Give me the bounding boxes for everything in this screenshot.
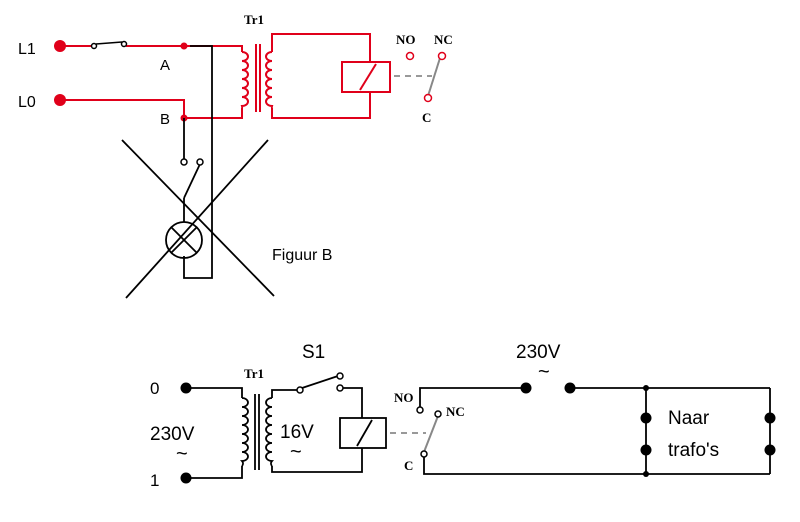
junction-top-left xyxy=(643,385,649,391)
c-wire xyxy=(423,454,770,475)
label-secondary-ac: ~ xyxy=(290,441,302,463)
no-wire xyxy=(419,387,522,408)
contact-c xyxy=(423,93,433,103)
label-l1: L1 xyxy=(18,41,36,58)
primary-coil xyxy=(240,51,249,109)
terminal-l1 xyxy=(54,40,66,52)
label-node-b: B xyxy=(160,111,170,128)
lamp-switch-contact-1 xyxy=(180,158,188,166)
crossed-lamp-circuit xyxy=(121,45,275,299)
bottom-primary-coil xyxy=(239,397,249,467)
switch-contact-2 xyxy=(120,40,128,48)
primary-lead-bottom xyxy=(184,108,243,119)
load-terminal-1 xyxy=(640,412,652,424)
mains-terminal-right xyxy=(564,382,576,394)
lamp xyxy=(165,221,203,259)
label-secondary-voltage: 16V xyxy=(280,422,314,443)
input-wire-0 xyxy=(186,387,243,398)
bottom-relay-coil xyxy=(339,417,387,449)
contact-no xyxy=(405,51,415,61)
label-terminal-1: 1 xyxy=(150,471,159,490)
l0-wire xyxy=(60,99,185,118)
bottom-secondary-coil xyxy=(265,397,275,467)
top-circuit xyxy=(60,33,441,119)
terminal-0 xyxy=(180,382,192,394)
s1-contact-2 xyxy=(336,384,344,392)
load-terminal-3 xyxy=(764,412,776,424)
bottom-contact-no xyxy=(416,406,424,414)
label-node-a: A xyxy=(160,57,170,74)
load-terminal-2 xyxy=(640,444,652,456)
label-switch-s1: S1 xyxy=(302,342,325,363)
input-wire-1 xyxy=(186,466,243,479)
label-nc-top: NC xyxy=(434,32,453,47)
lamp-loop-wire xyxy=(183,45,213,279)
label-load-line1: Naar xyxy=(668,408,710,429)
label-c-bottom: C xyxy=(404,458,413,473)
label-transformer-bottom: Tr1 xyxy=(244,366,264,381)
label-nc-bottom: NC xyxy=(446,404,465,419)
relay-contact-blade xyxy=(427,57,441,97)
label-output-ac: ~ xyxy=(538,361,550,383)
label-mains-voltage: 230V xyxy=(150,424,195,445)
node-a-dot xyxy=(180,42,188,50)
label-transformer-top: Tr1 xyxy=(244,12,264,27)
bottom-contact-c xyxy=(420,450,428,458)
terminal-1 xyxy=(180,472,192,484)
bottom-relay-mark xyxy=(356,419,373,447)
big-cross-2 xyxy=(125,139,269,299)
switch-contact-1 xyxy=(90,42,98,50)
bottom-circuit xyxy=(186,375,771,479)
s1-contact-3 xyxy=(336,372,344,380)
label-l0: L0 xyxy=(18,94,36,111)
secondary-to-s1 xyxy=(271,389,298,398)
lamp-switch-contact-2 xyxy=(196,158,204,166)
s1-contact-1 xyxy=(296,386,304,394)
label-no-bottom: NO xyxy=(394,390,414,405)
label-c-top: C xyxy=(422,110,431,125)
figure-caption: Figuur B xyxy=(272,247,332,264)
lamp-cross-2 xyxy=(170,226,198,254)
bottom-contact-nc xyxy=(434,410,442,418)
label-mains-ac: ~ xyxy=(176,443,188,465)
label-load-line2: trafo's xyxy=(668,440,719,461)
contact-nc xyxy=(437,51,447,61)
load-terminal-4 xyxy=(764,444,776,456)
secondary-loop xyxy=(271,33,371,62)
lamp-switch-blade xyxy=(183,163,201,199)
label-no-top: NO xyxy=(396,32,416,47)
junction-bottom-left xyxy=(643,471,649,477)
terminal-l0 xyxy=(54,94,66,106)
secondary-return xyxy=(271,448,363,473)
label-output-voltage: 230V xyxy=(516,342,561,363)
relay-coil-mark xyxy=(359,63,377,91)
l1-switch-blade xyxy=(95,41,123,45)
label-terminal-0: 0 xyxy=(150,379,159,398)
relay-coil xyxy=(341,61,391,93)
mains-terminal-left xyxy=(520,382,532,394)
secondary-coil xyxy=(265,51,274,109)
s1-to-relay xyxy=(342,387,363,418)
bottom-contact-blade xyxy=(423,415,439,453)
secondary-loop-bottom xyxy=(271,92,371,119)
s1-blade xyxy=(301,375,339,389)
